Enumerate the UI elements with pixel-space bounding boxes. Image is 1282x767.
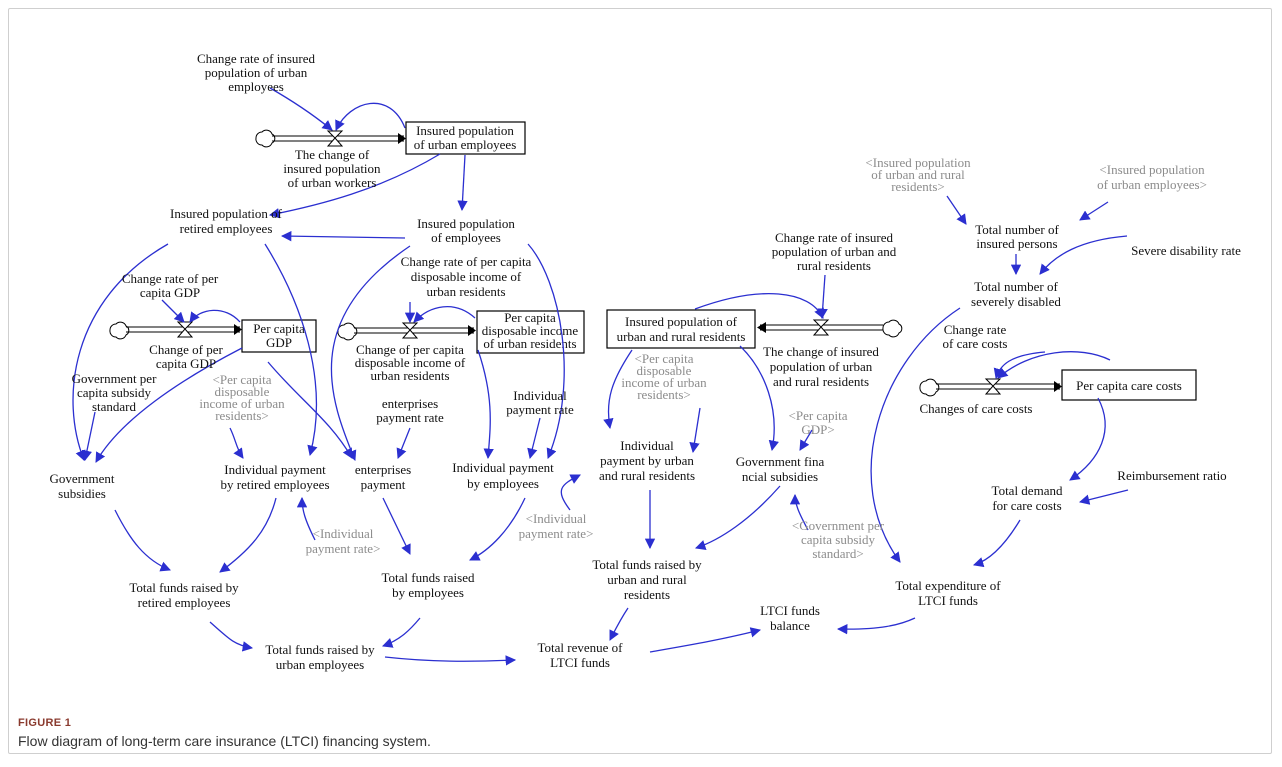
causal-links xyxy=(72,87,1129,666)
flow-pipe-gdp xyxy=(109,321,242,340)
stock-label-line: of urban employees xyxy=(414,137,517,152)
flow-pipe-urban-employees xyxy=(255,129,406,148)
figure-caption: Flow diagram of long-term care insurance… xyxy=(18,733,431,749)
figure-label: FIGURE 1 xyxy=(18,717,72,729)
var-severe-disability-rate: Severe disability rate xyxy=(1131,243,1241,258)
flow-pipe-urban-rural xyxy=(757,319,903,338)
var-reimbursement-ratio: Reimbursement ratio xyxy=(1117,468,1226,483)
stock-label-line: Insured population xyxy=(416,123,514,138)
flow-pipe-care-costs xyxy=(919,378,1062,397)
flow-pipe-income xyxy=(337,322,476,341)
svg-text:Per capita care costs: Per capita care costs xyxy=(1076,378,1182,393)
stock-per-capita-care-costs: Per capita care costs xyxy=(1061,369,1197,401)
flow-changes-care-costs: Changes of care costs xyxy=(920,401,1033,416)
